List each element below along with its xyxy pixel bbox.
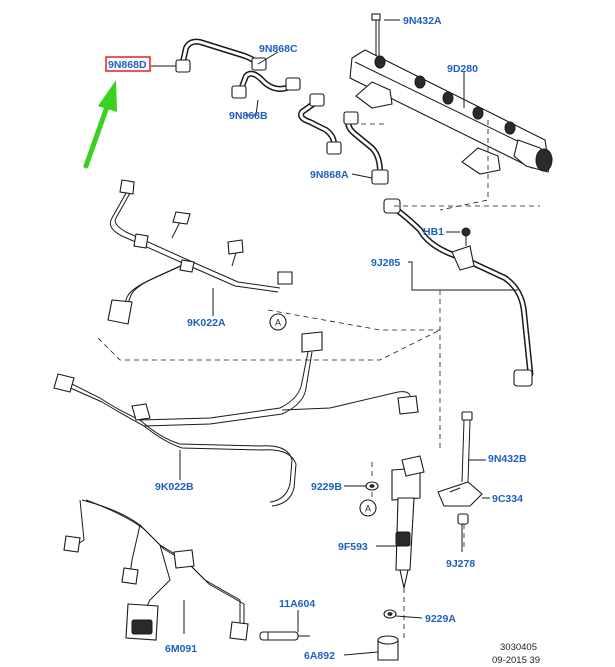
callout-9n868d[interactable]: 9N868D [108, 59, 147, 71]
reference-marker-a-lower: A [359, 499, 377, 517]
callout-9d280[interactable]: 9D280 [447, 63, 478, 75]
callout-9k022b[interactable]: 9K022B [155, 481, 194, 493]
fuel-injection-pipe-9n868d[interactable] [175, 38, 267, 73]
callout-11a604[interactable]: 11A604 [279, 598, 315, 610]
callout-9229a[interactable]: 9229A [425, 613, 456, 625]
callout-6a892[interactable]: 6A892 [304, 650, 335, 662]
injector-clamp-stud[interactable] [457, 513, 469, 525]
callout-9229b[interactable]: 9229B [311, 481, 342, 493]
callout-9f593[interactable]: 9F593 [338, 541, 368, 553]
fuel-return-pipe[interactable] [383, 198, 534, 387]
callout-9n432a[interactable]: 9N432A [403, 15, 442, 27]
fuel-rail-assembly [349, 13, 553, 175]
document-number: 3030405 [500, 642, 537, 653]
injector-clamp-bolt[interactable] [461, 411, 473, 483]
fuel-injection-pipe-9n868a[interactable] [343, 111, 389, 185]
callout-hb1[interactable]: HB1 [423, 226, 444, 238]
injector-washer-upper[interactable] [365, 481, 379, 491]
fuel-injection-pipe-9n868c[interactable] [231, 70, 301, 99]
reference-marker-label: A [365, 504, 371, 514]
callout-9n868c[interactable]: 9N868C [259, 43, 298, 55]
reference-marker-label: A [275, 318, 281, 328]
injector-clamp[interactable] [437, 481, 483, 507]
fuel-injection-pipe-9n868b[interactable] [298, 93, 342, 155]
fuel-injector[interactable] [391, 455, 425, 589]
injector-harness-9k022b[interactable] [53, 331, 419, 507]
injector-washer-lower[interactable] [383, 609, 397, 619]
glow-plug-harness[interactable] [63, 499, 249, 641]
injector-harness-9k022a[interactable] [107, 179, 293, 325]
highlighted-callout-box [105, 56, 151, 72]
injector-sleeve[interactable] [377, 635, 399, 661]
callout-leaders [151, 19, 518, 656]
callout-9n868b[interactable]: 9N868B [229, 110, 268, 122]
callout-9k022a[interactable]: 9K022A [187, 317, 226, 329]
callout-9n432b[interactable]: 9N432B [488, 453, 527, 465]
callout-9j278[interactable]: 9J278 [446, 558, 475, 570]
callout-6m091[interactable]: 6M091 [165, 643, 197, 655]
glow-plug[interactable] [259, 631, 310, 641]
callout-9j285[interactable]: 9J285 [371, 257, 400, 269]
reference-marker-a-upper: A [269, 313, 287, 331]
callout-9c334[interactable]: 9C334 [492, 493, 523, 505]
green-pointer-arrow [83, 80, 117, 169]
callout-9n868a[interactable]: 9N868A [310, 169, 349, 181]
assembly-reference-lines [97, 120, 540, 640]
date-code: 09-2015 39 [492, 655, 540, 666]
